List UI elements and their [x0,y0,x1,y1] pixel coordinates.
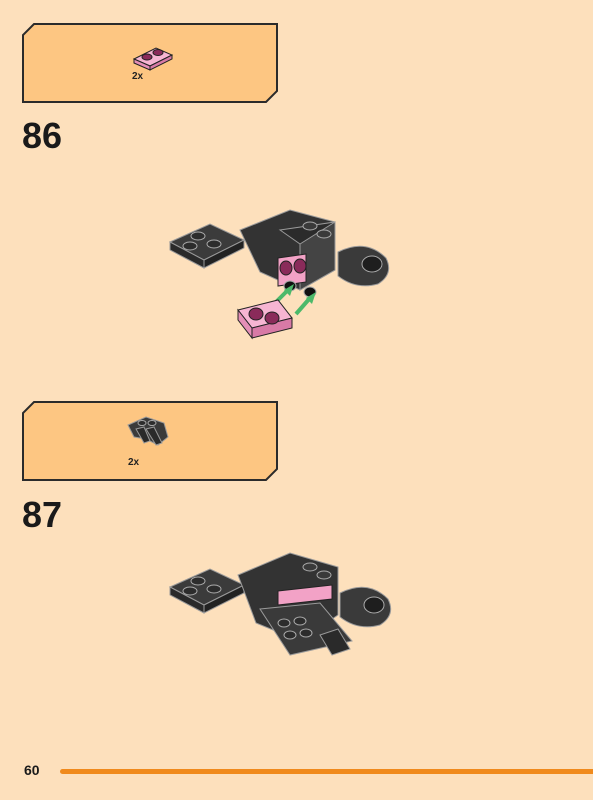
parts-callout-step-86: 2x [22,23,278,103]
page-number: 60 [24,762,40,778]
step-86-assembly-illustration [168,209,390,340]
part-quantity: 2x [128,457,140,468]
step-87-assembly-illustration [168,552,392,656]
part-quantity: 2x [132,71,144,82]
footer-rule [60,769,593,774]
step-number-87: 87 [22,494,63,535]
black-claw-piece-icon [127,416,169,446]
parts-callout-step-87: 2x [22,401,278,481]
pink-1x2-plate-icon [132,47,174,71]
step-number-86: 86 [22,115,63,156]
